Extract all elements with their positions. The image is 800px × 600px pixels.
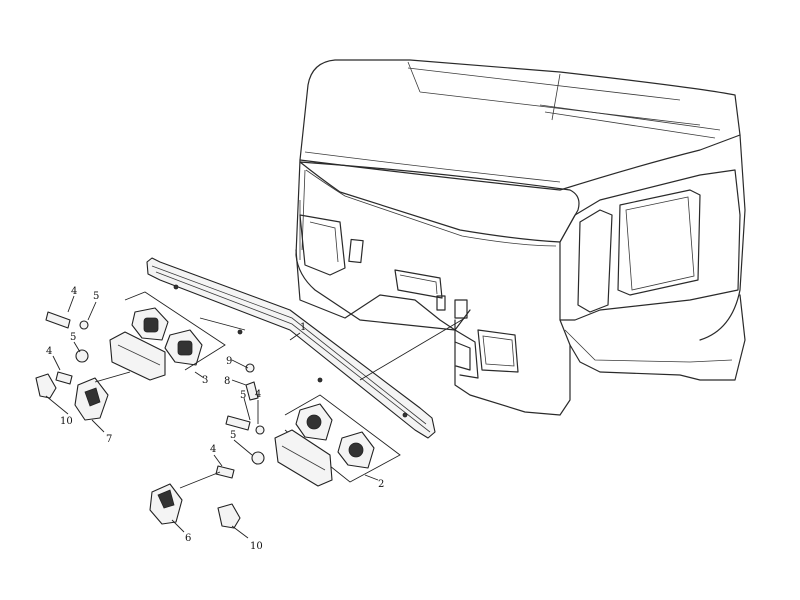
callout-10-right: 10 [250,541,263,552]
callout-2: 2 [378,479,384,490]
callout-5-top-left: 5 [93,291,99,302]
callout-4-left: 4 [46,346,52,357]
callout-labels: 1 2 3 4 4 4 4 5 5 5 5 6 7 8 9 10 10 [46,286,384,552]
callout-7: 7 [106,434,112,445]
callout-5-center: 5 [240,390,246,401]
callout-6: 6 [185,533,191,544]
callout-4-right: 4 [210,444,216,455]
left-mount-group [35,291,226,421]
callout-3: 3 [202,375,208,386]
bumper-bar [146,257,466,439]
callout-8: 8 [224,376,230,387]
callout-5-right: 5 [230,430,236,441]
callout-5-left: 5 [70,332,76,343]
callout-leaders [45,295,379,539]
vehicle-cab [295,59,746,416]
callout-4-top-left: 4 [71,286,77,297]
right-mount-group [149,363,401,529]
callout-1: 1 [300,322,306,333]
callout-9: 9 [226,356,232,367]
callout-10-left: 10 [60,416,73,427]
callout-4-center: 4 [255,389,261,400]
